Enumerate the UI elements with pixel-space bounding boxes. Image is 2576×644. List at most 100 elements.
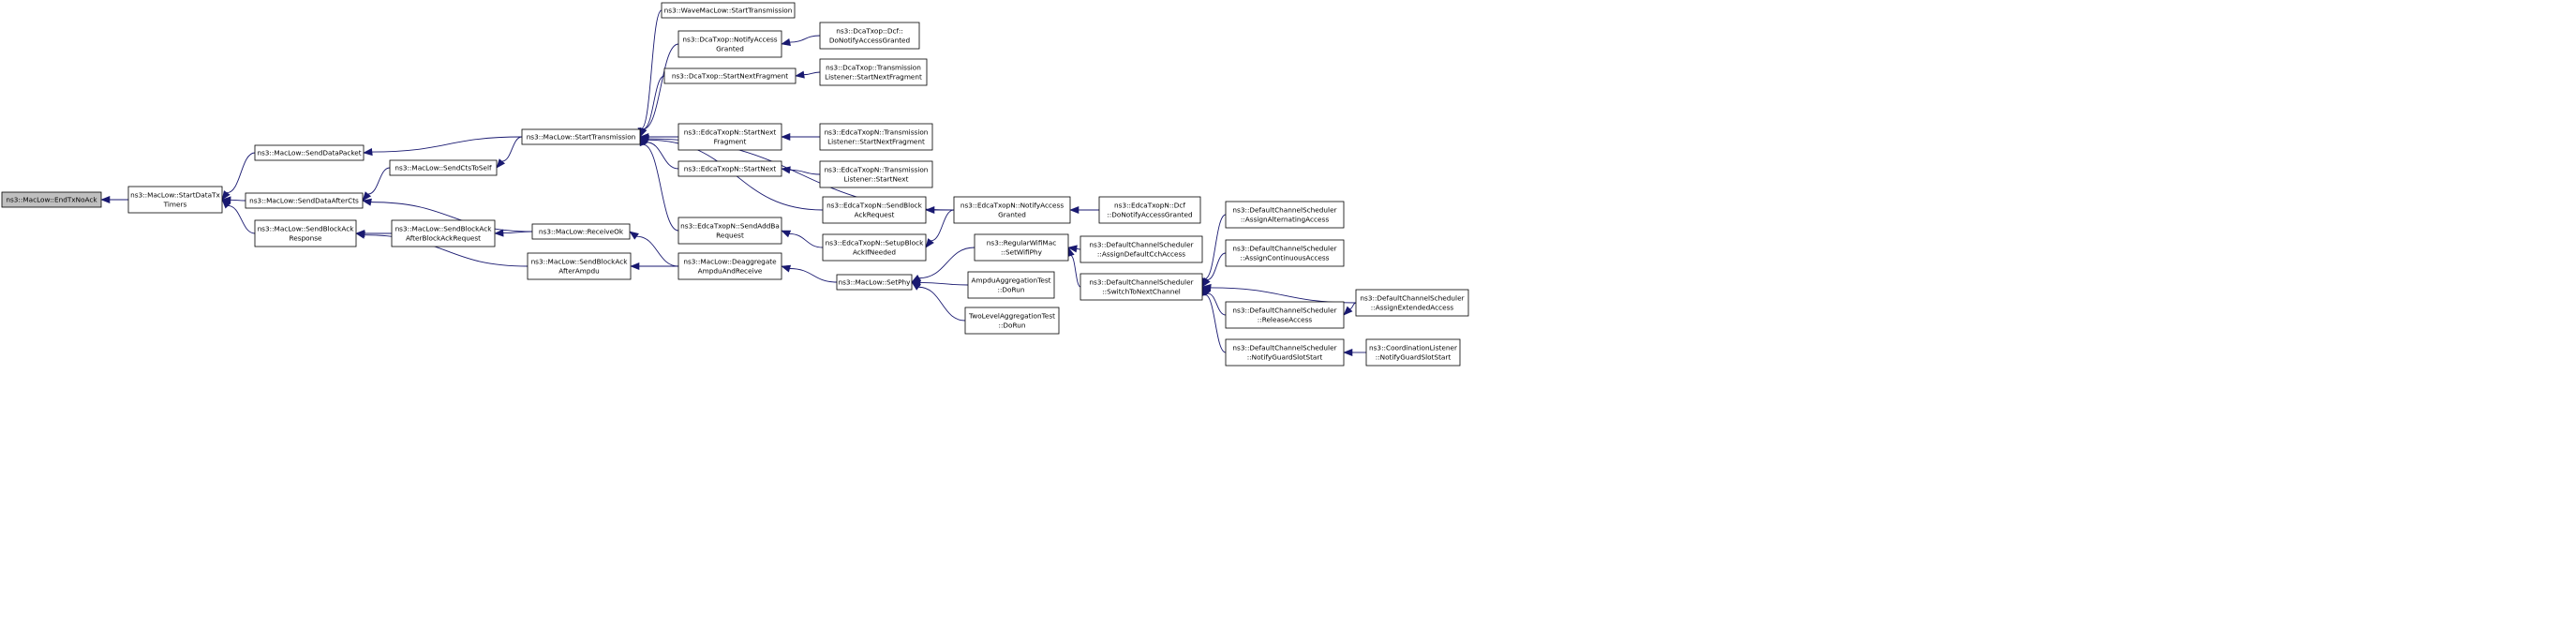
node-assign-alternating-access[interactable]: ns3::DefaultChannelScheduler::AssignAlte… — [1225, 201, 1345, 229]
node-label: ::DoNotifyAccessGranted — [1107, 211, 1192, 219]
node-dcf-do-notify-access-granted[interactable]: ns3::DcaTxop::Dcf::DoNotifyAccessGranted — [819, 22, 920, 50]
arrowhead-icon — [925, 205, 935, 215]
node-label: ns3::CoordinationListener — [1369, 344, 1457, 352]
node-box — [389, 159, 498, 176]
edge-WaveStartTransmission-to-StartTransmission — [637, 9, 663, 138]
node-label: Fragment — [714, 138, 747, 146]
edge-line — [1349, 302, 1357, 310]
edge-AssignExtendedAccess-to-ReleaseAccess — [1343, 302, 1357, 316]
node-send-data-after-cts[interactable]: ns3::MacLow::SendDataAfterCts — [245, 192, 364, 209]
edge-line — [1204, 294, 1227, 353]
arrowhead-icon — [362, 198, 372, 206]
arrowhead-icon — [781, 132, 791, 142]
edge-line — [367, 167, 391, 195]
node-edca-tlstart-next-fragment[interactable]: ns3::EdcaTxopN::TransmissionListener::St… — [819, 123, 933, 151]
edge-DcaNotifyAccessGranted-to-StartTransmission — [639, 43, 679, 138]
node-dca-tlstart-next-fragment[interactable]: ns3::DcaTxop::TransmissionListener::Star… — [819, 58, 928, 86]
node-label: AmpduAndReceive — [698, 267, 763, 276]
node-label: ns3::EdcaTxopN::StartNext — [684, 165, 777, 173]
node-set-phy[interactable]: ns3::MacLow::SetPhy — [836, 274, 913, 291]
node-wave-start-transmission[interactable]: ns3::WaveMacLow::StartTransmission — [661, 2, 796, 19]
node-end-tx-no-ack[interactable]: ns3::MacLow::EndTxNoAck — [1, 191, 102, 208]
node-label: ::ReleaseAccess — [1258, 316, 1313, 324]
node-label: ns3::DefaultChannelScheduler — [1360, 294, 1464, 303]
node-send-block-ack-after-block-ack-request[interactable]: ns3::MacLow::SendBlockAckAfterBlockAckRe… — [391, 219, 496, 247]
node-switch-to-next-channel[interactable]: ns3::DefaultChannelScheduler::SwitchToNe… — [1080, 273, 1203, 301]
node-dca-notify-access-granted[interactable]: ns3::DcaTxop::NotifyAccessGranted — [678, 30, 782, 58]
node-assign-extended-access[interactable]: ns3::DefaultChannelScheduler::AssignExte… — [1355, 289, 1469, 317]
arrowhead-icon — [100, 195, 111, 204]
node-start-transmission[interactable]: ns3::MacLow::StartTransmission — [521, 128, 641, 145]
node-send-data-packet[interactable]: ns3::MacLow::SendDataPacket — [254, 144, 365, 161]
node-box — [819, 160, 933, 188]
node-label: AckRequest — [855, 211, 895, 219]
node-box — [678, 30, 782, 58]
node-edca-notify-access-granted[interactable]: ns3::EdcaTxopN::NotifyAccessGranted — [953, 196, 1071, 224]
node-dca-start-next-fragment[interactable]: ns3::DcaTxop::StartNextFragment — [663, 67, 797, 84]
node-ampdu-aggregation-test-do-run[interactable]: AmpduAggregationTest::DoRun — [967, 271, 1055, 299]
edge-line — [1207, 292, 1227, 316]
node-box — [521, 128, 641, 145]
node-label: ::DoRun — [998, 286, 1025, 294]
node-label: Granted — [998, 211, 1026, 219]
node-label: Response — [289, 234, 322, 243]
node-label: AfterBlockAckRequest — [406, 234, 481, 243]
edge-EdcaTLStartNextFragment-to-EdcaStartNextFragment — [781, 132, 820, 142]
node-receive-ok[interactable]: ns3::MacLow::ReceiveOk — [531, 223, 631, 240]
node-box — [1225, 338, 1345, 367]
arrowhead-icon — [494, 229, 504, 237]
node-box — [822, 233, 927, 262]
node-label: ns3::MacLow::SetPhy — [839, 278, 912, 287]
node-edca-start-next[interactable]: ns3::EdcaTxopN::StartNext — [678, 160, 782, 177]
node-edca-tlstart-next[interactable]: ns3::EdcaTxopN::TransmissionListener::St… — [819, 160, 933, 188]
arrowhead-icon — [781, 38, 791, 46]
node-box — [678, 252, 782, 280]
edge-line — [919, 281, 969, 286]
edge-line — [931, 209, 955, 242]
node-notify-guard-slot-start[interactable]: ns3::DefaultChannelScheduler::NotifyGuar… — [1225, 338, 1345, 367]
arrowhead-icon — [781, 230, 792, 238]
node-box — [1225, 239, 1345, 267]
node-label: ns3::EdcaTxopN::Dcf — [1114, 202, 1185, 210]
node-label: ns3::MacLow::SendBlockAck — [258, 225, 355, 233]
edge-line — [228, 205, 256, 234]
edge-StartTransmission-to-SendCtsToSelf — [496, 136, 523, 169]
arrowhead-icon — [925, 238, 934, 248]
arrowhead-icon — [781, 264, 792, 273]
node-box — [254, 144, 365, 161]
node-box — [1225, 201, 1345, 229]
node-edca-dcf-do-notify-access-granted[interactable]: ns3::EdcaTxopN::Dcf::DoNotifyAccessGrant… — [1098, 196, 1201, 224]
node-label: ns3::MacLow::SendDataAfterCts — [249, 197, 359, 205]
call-graph-nodes: ns3::MacLow::EndTxNoAck ns3::MacLow::Star… — [1, 2, 1469, 367]
node-box — [953, 196, 1071, 224]
node-regular-set-wifi-phy[interactable]: ns3::RegularWifiMac::SetWifiPhy — [974, 233, 1069, 262]
node-assign-default-cch-access[interactable]: ns3::DefaultChannelScheduler::AssignDefa… — [1080, 235, 1203, 263]
node-assign-continuous-access[interactable]: ns3::DefaultChannelScheduler::AssignCont… — [1225, 239, 1345, 267]
node-label: Listener::StartNextFragment — [827, 138, 925, 146]
arrowhead-icon — [221, 190, 231, 201]
edge-AssignExtendedAccess-to-SwitchToNextChannel — [1201, 283, 1357, 304]
node-box — [836, 274, 913, 291]
node-send-cts-to-self[interactable]: ns3::MacLow::SendCtsToSelf — [389, 159, 498, 176]
node-coordination-notify-guard-slot-start[interactable]: ns3::CoordinationListener::NotifyGuardSl… — [1365, 338, 1461, 367]
node-release-access[interactable]: ns3::DefaultChannelScheduler::ReleaseAcc… — [1225, 301, 1345, 329]
node-two-level-aggregation-test-do-run[interactable]: TwoLevelAggregationTest::DoRun — [964, 307, 1060, 335]
arrowhead-icon — [1343, 348, 1353, 357]
node-box — [1, 191, 102, 208]
node-label: ns3::MacLow::StartTransmission — [527, 133, 636, 142]
arrowhead-icon — [221, 199, 231, 209]
edge-line — [803, 71, 821, 76]
node-edca-start-next-fragment[interactable]: ns3::EdcaTxopN::StartNextFragment — [678, 123, 782, 151]
node-label: ns3::EdcaTxopN::StartNext — [684, 128, 777, 137]
edge-line — [789, 232, 824, 248]
node-label: ns3::EdcaTxopN::SetupBlock — [826, 239, 924, 247]
node-box — [527, 252, 632, 280]
node-label: ns3::EdcaTxopN::Transmission — [825, 166, 929, 174]
